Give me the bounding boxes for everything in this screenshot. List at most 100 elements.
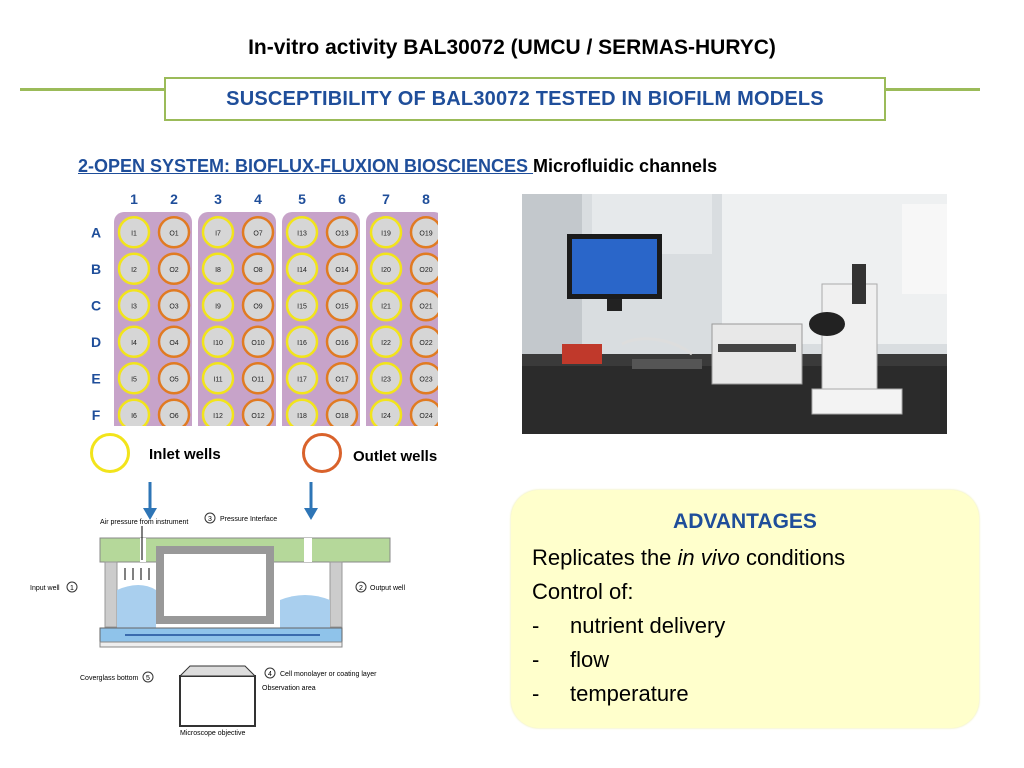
section-label: 2-OPEN SYSTEM: BIOFLUX-FLUXION BIOSCIENC… <box>78 156 534 176</box>
well-label: O24 <box>419 413 432 420</box>
row-header: E <box>91 370 100 386</box>
outlet-well <box>157 398 191 426</box>
well-label: O9 <box>253 303 262 310</box>
inlet-well <box>369 216 403 249</box>
well-label: O19 <box>419 230 432 237</box>
advantages-title: ADVANTAGES <box>673 510 817 533</box>
well-label: O22 <box>419 340 432 347</box>
subtitle: SUSCEPTIBILITY OF BAL30072 TESTED IN BIO… <box>226 87 824 110</box>
well-label: I18 <box>297 413 307 420</box>
well-label: O6 <box>169 413 178 420</box>
dash: - <box>532 681 540 706</box>
outlet-well <box>325 289 359 322</box>
outlet-arrow-icon <box>304 482 318 520</box>
well-label: I9 <box>215 303 221 310</box>
advantages-line-2: Control of: <box>532 579 634 604</box>
inlet-well <box>285 252 319 285</box>
line1-pre: Replicates the <box>532 545 678 570</box>
row-header: C <box>91 297 101 313</box>
well-label: O12 <box>251 413 264 420</box>
well-label: O18 <box>335 413 348 420</box>
outlet-well <box>241 252 275 285</box>
inlet-well <box>201 325 235 358</box>
well-label: O13 <box>335 230 348 237</box>
row-header: A <box>91 224 101 240</box>
diagram-num2: 2 <box>359 585 363 592</box>
well-label: I24 <box>381 413 391 420</box>
diagram-coverglass-label: Coverglass bottom <box>80 675 139 682</box>
inlet-well <box>369 362 403 395</box>
inlet-well <box>117 216 151 249</box>
outlet-well <box>409 216 438 249</box>
inlet-well <box>285 398 319 426</box>
diagram-cell-monolayer-label: Cell monolayer or coating layer <box>280 671 377 678</box>
well-label: O14 <box>335 267 348 274</box>
row-header: F <box>92 407 101 423</box>
diagram-num1: 1 <box>70 585 74 592</box>
diagram-air-pressure-label: Air pressure from instrument <box>100 519 188 526</box>
diagram-num5: 5 <box>146 675 150 682</box>
well-label: I19 <box>381 230 391 237</box>
column-header: 1 <box>130 191 138 207</box>
diagram-input-well-label: Input well <box>30 585 60 592</box>
line1-post: conditions <box>739 545 846 570</box>
well-label: O2 <box>169 267 178 274</box>
well-label: O17 <box>335 376 348 383</box>
outlet-well <box>409 325 438 358</box>
inlet-well <box>369 325 403 358</box>
well-label: I3 <box>131 303 137 310</box>
inlet-well <box>117 325 151 358</box>
outlet-well <box>241 216 275 249</box>
inlet-well <box>369 289 403 322</box>
well-label: I8 <box>215 267 221 274</box>
bioflux-schematic: Air pressure from instrument 3 Pressure … <box>30 512 405 737</box>
advantages-box <box>511 490 979 728</box>
slide-title: In-vitro activity BAL30072 (UMCU / SERMA… <box>248 36 776 59</box>
column-header: 8 <box>422 191 430 207</box>
dash: - <box>532 647 540 672</box>
row-header: D <box>91 334 101 350</box>
well-label: I11 <box>213 376 222 383</box>
inlet-well <box>285 362 319 395</box>
outlet-well <box>157 289 191 322</box>
well-label: O15 <box>335 303 348 310</box>
diagram-num3: 3 <box>208 516 212 523</box>
inlet-well <box>369 252 403 285</box>
outlet-well <box>325 398 359 426</box>
column-header: 3 <box>214 191 222 207</box>
column-header: 7 <box>382 191 390 207</box>
outlet-well <box>325 362 359 395</box>
inlet-well <box>285 325 319 358</box>
outlet-well <box>325 325 359 358</box>
inlet-well <box>201 362 235 395</box>
outlet-well <box>241 362 275 395</box>
row-header: B <box>91 261 101 277</box>
outlet-well <box>241 325 275 358</box>
column-header: 5 <box>298 191 306 207</box>
well-label: O20 <box>419 267 432 274</box>
outlet-legend-circle <box>302 433 342 473</box>
inlet-well <box>285 289 319 322</box>
inlet-legend-label: Inlet wells <box>149 446 221 463</box>
outlet-well <box>325 252 359 285</box>
well-label: I15 <box>297 303 307 310</box>
inlet-well <box>117 398 151 426</box>
advantages-item-3: - temperature <box>532 681 689 707</box>
inlet-well <box>201 398 235 426</box>
section-suffix: Microfluidic channels <box>533 156 718 176</box>
inlet-legend-circle <box>90 433 130 473</box>
outlet-well <box>241 289 275 322</box>
inlet-well <box>117 362 151 395</box>
well-label: O4 <box>169 340 178 347</box>
well-label: I21 <box>381 303 391 310</box>
well-label: O11 <box>252 376 265 383</box>
well-label: I4 <box>131 340 137 347</box>
inlet-well <box>285 216 319 249</box>
outlet-well <box>409 362 438 395</box>
well-label: I23 <box>381 376 391 383</box>
well-label: I6 <box>131 413 137 420</box>
diagram-observation-area-label: Observation area <box>262 685 316 692</box>
outlet-well <box>241 398 275 426</box>
item-text: temperature <box>570 681 689 706</box>
